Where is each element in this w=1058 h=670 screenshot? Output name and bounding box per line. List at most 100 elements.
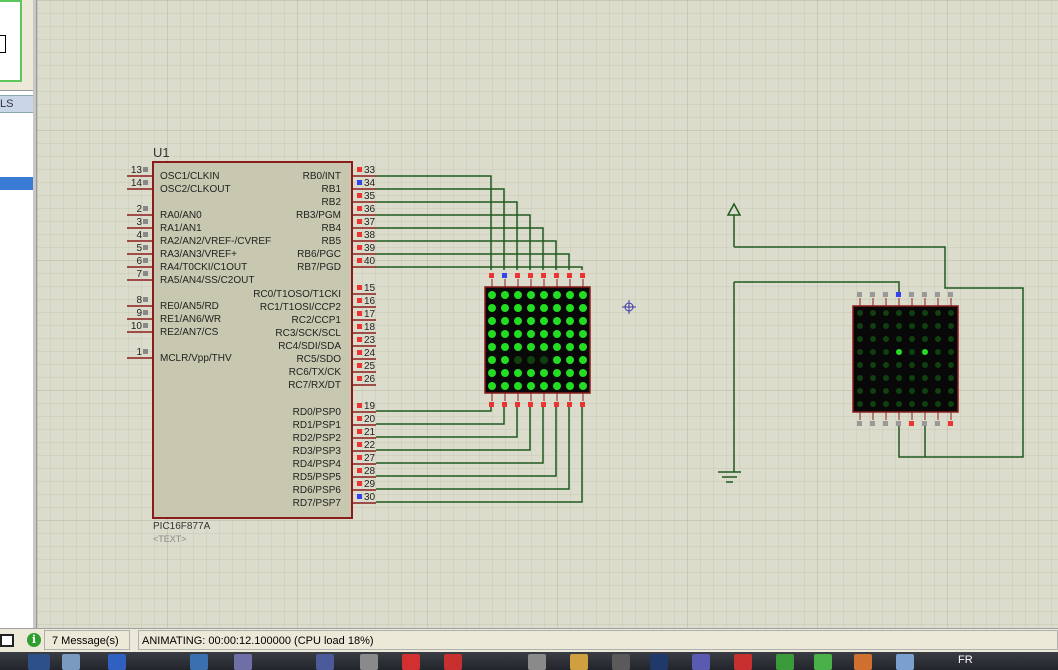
pin-marker[interactable] (357, 180, 362, 185)
ground-terminal[interactable] (718, 282, 741, 483)
pin-marker[interactable] (357, 403, 362, 408)
pin-marker[interactable] (357, 376, 362, 381)
matrix-pin-marker[interactable] (883, 421, 888, 426)
app-icon-4[interactable] (360, 654, 378, 670)
app-icon-8[interactable] (570, 654, 588, 670)
pin-marker[interactable] (357, 429, 362, 434)
start-orb-icon[interactable] (28, 654, 50, 670)
app-icon-14[interactable] (854, 654, 872, 670)
matrix-pin-marker[interactable] (554, 402, 559, 407)
matrix-pin-marker[interactable] (857, 421, 862, 426)
pin-marker[interactable] (143, 180, 148, 185)
app-icon-10[interactable] (692, 654, 710, 670)
app-icon-6[interactable] (444, 654, 462, 670)
app-icon-11[interactable] (734, 654, 752, 670)
matrix-pin-marker[interactable] (528, 402, 533, 407)
matrix-pin-marker[interactable] (948, 292, 953, 297)
pin-marker[interactable] (143, 297, 148, 302)
wire-rd (376, 406, 505, 425)
pin-marker[interactable] (357, 167, 362, 172)
app-icon-12[interactable] (776, 654, 794, 670)
matrix-pin-marker[interactable] (515, 273, 520, 278)
pin-marker[interactable] (357, 219, 362, 224)
pin-marker[interactable] (357, 324, 362, 329)
matrix-pin-marker[interactable] (883, 292, 888, 297)
app-icon-3[interactable] (234, 654, 252, 670)
pin-marker[interactable] (357, 298, 362, 303)
stop-button[interactable] (0, 634, 14, 647)
pin-marker[interactable] (143, 258, 148, 263)
matrix-pin-marker[interactable] (935, 421, 940, 426)
info-icon[interactable]: i (27, 633, 41, 647)
app-icon-15[interactable] (896, 654, 914, 670)
pin-marker[interactable] (357, 350, 362, 355)
panel-scrollbar[interactable] (33, 0, 36, 628)
matrix-pin-marker[interactable] (489, 402, 494, 407)
power-terminal[interactable] (726, 202, 742, 247)
messages-count[interactable]: 7 Message(s) (44, 630, 130, 650)
led-matrix-1[interactable] (484, 273, 591, 407)
pin-marker[interactable] (357, 245, 362, 250)
matrix-pin-marker[interactable] (515, 402, 520, 407)
app-icon-2[interactable] (190, 654, 208, 670)
matrix-pin-marker[interactable] (528, 273, 533, 278)
pin-marker[interactable] (357, 363, 362, 368)
matrix-pin-marker[interactable] (580, 273, 585, 278)
matrix-pin-marker[interactable] (567, 402, 572, 407)
explorer-icon[interactable] (62, 654, 80, 670)
matrix-pin-marker[interactable] (502, 273, 507, 278)
app-icon-9[interactable] (612, 654, 630, 670)
matrix-pin-marker[interactable] (580, 402, 585, 407)
pin-marker[interactable] (357, 285, 362, 290)
pin-marker[interactable] (357, 311, 362, 316)
app-icon-1[interactable] (108, 654, 126, 670)
pin-marker[interactable] (143, 219, 148, 224)
app-icon-7[interactable] (528, 654, 546, 670)
pin-marker[interactable] (357, 232, 362, 237)
matrix-pin-marker[interactable] (541, 273, 546, 278)
matrix-pin-marker[interactable] (896, 292, 901, 297)
app-icon-13[interactable] (814, 654, 832, 670)
matrix-pin-marker[interactable] (909, 292, 914, 297)
matrix-pin-marker[interactable] (541, 402, 546, 407)
matrix-pin-marker[interactable] (922, 292, 927, 297)
pin-marker[interactable] (357, 206, 362, 211)
pin-marker[interactable] (357, 193, 362, 198)
matrix-pin-marker[interactable] (896, 421, 901, 426)
pin-marker[interactable] (143, 271, 148, 276)
pin-marker[interactable] (357, 258, 362, 263)
language-indicator[interactable]: FR (958, 654, 973, 666)
pin-marker[interactable] (357, 494, 362, 499)
selected-device-item[interactable] (0, 177, 33, 190)
app-icon-isis[interactable] (316, 654, 334, 670)
pin-marker[interactable] (357, 481, 362, 486)
pin-marker[interactable] (357, 468, 362, 473)
matrix-pin-marker[interactable] (502, 402, 507, 407)
matrix-pin-marker[interactable] (870, 292, 875, 297)
matrix-pin-marker[interactable] (567, 273, 572, 278)
pin-marker[interactable] (357, 337, 362, 342)
schematic-canvas[interactable]: U1 13OSC1/CLKIN14OSC2/CLKOUT2RA0/AN03RA1… (37, 0, 1058, 628)
matrix-pin-marker[interactable] (935, 292, 940, 297)
app-icon-5[interactable] (402, 654, 420, 670)
pin-marker[interactable] (143, 323, 148, 328)
matrix-pin-marker[interactable] (909, 421, 914, 426)
matrix-pin-marker[interactable] (554, 273, 559, 278)
matrix-pin-marker[interactable] (922, 421, 927, 426)
pin-marker[interactable] (143, 349, 148, 354)
matrix-pin-marker[interactable] (870, 421, 875, 426)
led-matrix-2[interactable] (852, 292, 959, 426)
matrix-pin-marker[interactable] (857, 292, 862, 297)
matrix-pin-marker[interactable] (948, 421, 953, 426)
pin-marker[interactable] (143, 167, 148, 172)
pin-marker[interactable] (143, 232, 148, 237)
photoshop-icon[interactable] (650, 654, 668, 670)
chip-body[interactable] (152, 161, 353, 519)
pin-marker[interactable] (143, 245, 148, 250)
pin-marker[interactable] (357, 416, 362, 421)
pin-marker[interactable] (357, 442, 362, 447)
pin-marker[interactable] (143, 206, 148, 211)
pin-marker[interactable] (143, 310, 148, 315)
pin-marker[interactable] (357, 455, 362, 460)
matrix-pin-marker[interactable] (489, 273, 494, 278)
